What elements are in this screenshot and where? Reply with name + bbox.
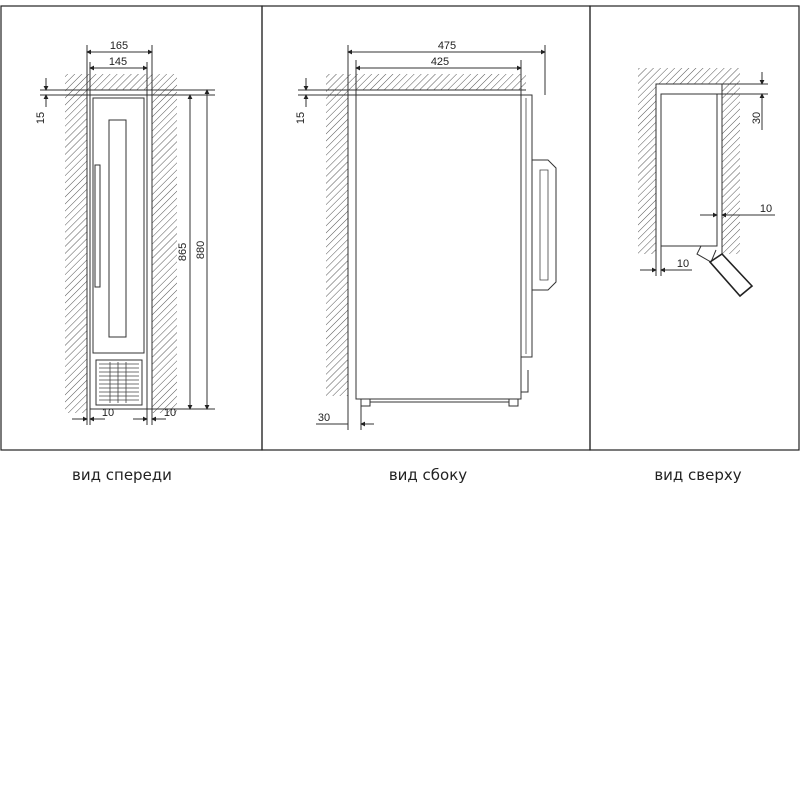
door-handle [94,164,101,288]
side-view: 475 425 15 30 [295,40,557,430]
front-dim-lines [40,45,215,425]
appliance-glass-door [92,97,145,354]
door-hinge [696,245,717,263]
front-niche-top-hatch [65,74,177,90]
door-handle-side [532,159,557,291]
front-foot [508,398,519,407]
top-view-frame [589,5,800,451]
dim-outer-width: 165 [110,40,128,52]
dim-side-top-gap: 15 [295,112,307,124]
dim-outer-height: 880 [195,241,207,259]
dim-front-top-gap: 15 [35,112,47,124]
dim-bottom-offset: 30 [318,412,330,424]
dim-inner-width: 145 [109,56,127,68]
door-glass-pane [108,119,127,338]
dim-inner-depth: 425 [431,56,449,68]
dim-side-gap: 10 [677,258,689,270]
appliance-top-body [660,93,718,247]
side-dim-lines [298,45,546,430]
appliance-front-body [89,94,148,410]
dim-left-gap: 10 [102,407,114,419]
ventilation-grille [95,359,143,406]
front-niche-right-hatch [152,90,177,413]
dim-inner-height: 865 [177,243,189,261]
appliance-side-body [355,94,522,400]
front-niche-left-hatch [65,90,87,413]
top-view-caption: вид сверху [654,466,741,484]
side-niche-back-hatch [326,90,348,396]
front-view-caption: вид спереди [72,466,172,484]
front-view-frame [0,5,263,451]
top-niche-left-hatch [638,84,656,254]
dim-top-gap: 30 [751,112,763,124]
dim-outer-depth: 475 [438,40,456,52]
front-niche-outline [86,89,153,413]
door-handle-open [708,252,754,298]
lower-panel-side [520,370,529,393]
rear-foot [360,398,371,407]
grille-slats [99,362,139,403]
side-view-caption: вид сбоку [389,466,467,484]
front-view: 165 145 15 865 880 10 10 [35,40,215,425]
side-niche-top-hatch [326,74,526,90]
side-view-frame [261,5,591,451]
top-niche-right-hatch [722,84,740,254]
dim-right-gap: 10 [164,407,176,419]
top-niche-back-hatch [638,68,740,84]
side-niche-outline [347,89,526,396]
top-view: 30 10 10 [638,68,775,298]
top-niche-outline [655,83,723,254]
door-edge-side [521,94,533,358]
top-dim-lines [640,72,775,276]
dim-door-gap: 10 [760,203,772,215]
handle-grip [539,169,549,281]
